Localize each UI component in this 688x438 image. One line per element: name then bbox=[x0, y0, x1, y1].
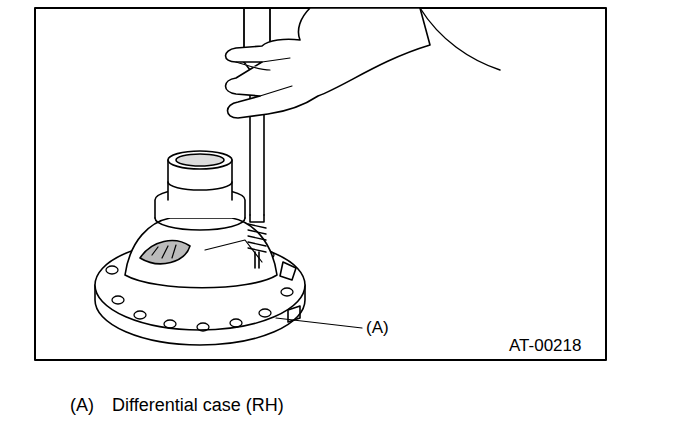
hand bbox=[226, 8, 501, 118]
callout-label: (A) bbox=[366, 319, 389, 338]
case-body bbox=[125, 218, 277, 288]
legend-key: (A) bbox=[70, 396, 94, 416]
legend-text: Differential case (RH) bbox=[112, 396, 284, 416]
case-hub bbox=[155, 151, 245, 230]
figure-code: AT-00218 bbox=[509, 337, 581, 356]
leader-line bbox=[276, 318, 362, 328]
figure-frame bbox=[35, 8, 606, 360]
